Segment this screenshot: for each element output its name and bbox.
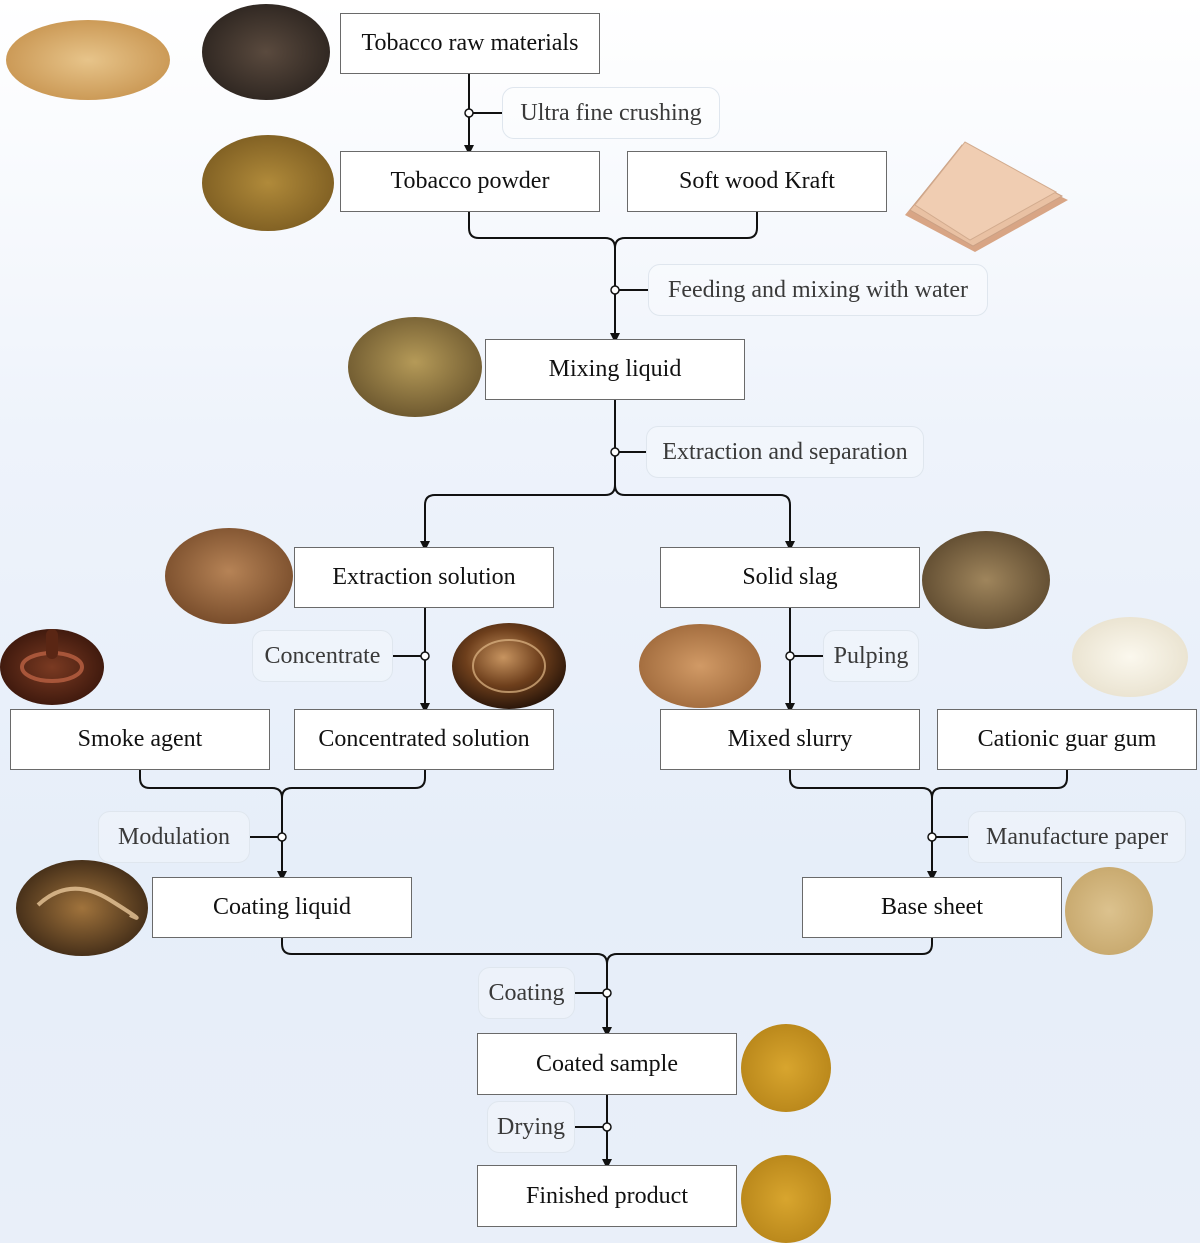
merge-left-smoke — [139, 770, 287, 881]
node-finished-product: Finished product — [477, 1165, 737, 1227]
material-photos — [0, 4, 1188, 1243]
step-concentrate: Concentrate — [252, 630, 393, 682]
node-soft-wood-kraft: Soft wood Kraft — [627, 151, 887, 212]
step-ultra-fine-crushing: Ultra fine crushing — [502, 87, 720, 139]
guar-gum-photo — [1072, 617, 1188, 697]
tobacco-sawdust-photo — [6, 20, 170, 100]
tobacco-powder-photo — [202, 135, 334, 231]
coating-liquid-photo — [16, 860, 148, 956]
node-tobacco-powder: Tobacco powder — [340, 151, 600, 212]
smoke-agent-photo — [0, 629, 104, 705]
step-feeding-mixing: Feeding and mixing with water — [648, 264, 988, 316]
solid-slag-photo — [922, 531, 1050, 629]
node-cationic-guar-gum: Cationic guar gum — [937, 709, 1197, 770]
junction-dots — [277, 108, 937, 1132]
merge-left-concentrated — [281, 770, 426, 799]
merge-bottom-left — [281, 938, 612, 1037]
split-right — [614, 484, 795, 551]
node-solid-slag: Solid slag — [660, 547, 920, 608]
merge-right-slurry — [789, 770, 937, 881]
kraft-paper-photo — [905, 141, 1068, 252]
node-smoke-agent: Smoke agent — [10, 709, 270, 770]
step-pulping: Pulping — [823, 630, 919, 682]
node-concentrated-solution: Concentrated solution — [294, 709, 554, 770]
merge-bottom-right — [606, 938, 933, 965]
node-base-sheet: Base sheet — [802, 877, 1062, 938]
finished-product-photo — [741, 1155, 831, 1243]
extraction-solution-photo — [165, 528, 293, 624]
node-mixing-liquid: Mixing liquid — [485, 339, 745, 400]
pulp-photo — [639, 624, 761, 708]
step-extraction-separation: Extraction and separation — [646, 426, 924, 478]
merge-kraft — [614, 212, 758, 249]
node-extraction-solution: Extraction solution — [294, 547, 554, 608]
connectors — [139, 74, 1068, 1169]
concentrated-solution-photo — [452, 623, 566, 709]
merge-powder-kraft — [468, 212, 620, 343]
node-coating-liquid: Coating liquid — [152, 877, 412, 938]
step-modulation: Modulation — [98, 811, 250, 863]
coated-sample-photo — [741, 1024, 831, 1112]
step-coating: Coating — [478, 967, 575, 1019]
node-tobacco-raw-materials: Tobacco raw materials — [340, 13, 600, 74]
node-mixed-slurry: Mixed slurry — [660, 709, 920, 770]
merge-right-guar — [931, 770, 1068, 799]
node-coated-sample: Coated sample — [477, 1033, 737, 1095]
tobacco-shreds-photo — [202, 4, 330, 100]
split-left — [420, 400, 616, 551]
mixing-liquid-photo — [348, 317, 482, 417]
step-manufacture-paper: Manufacture paper — [968, 811, 1186, 863]
step-drying: Drying — [487, 1101, 575, 1153]
base-sheet-photo — [1065, 867, 1153, 955]
